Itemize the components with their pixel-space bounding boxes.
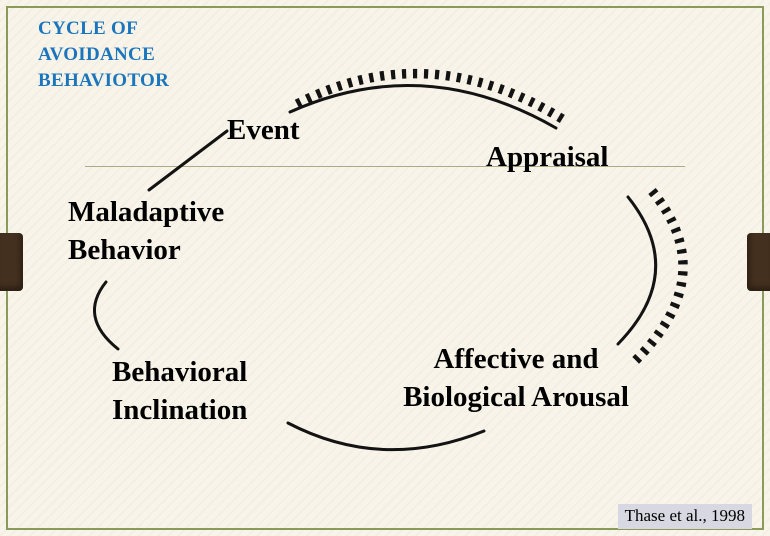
node-behavioral-line-2: Inclination: [112, 394, 248, 426]
arc-inclination-to-maladaptive: [92, 280, 120, 351]
node-maladaptive-line-2: Behavior: [68, 234, 181, 266]
right-clip-tab: [747, 233, 770, 291]
slide-title-line-1: CYCLE OF: [38, 18, 139, 39]
slide-title: CYCLE OF AVOIDANCE BEHAVIOTOR: [38, 16, 169, 94]
node-affective-biological-arousal: Affective and Biological Arousal: [368, 340, 664, 416]
divider-line: [85, 166, 685, 167]
arc-arousal-to-inclination: [286, 421, 486, 452]
citation: Thase et al., 1998: [617, 504, 752, 529]
node-affective-line-2: Biological Arousal: [403, 381, 629, 413]
slide-title-line-2: AVOIDANCE: [38, 44, 156, 65]
line-maladaptive-to-event: [147, 129, 229, 192]
arc-appraisal-to-arousal-solid: [616, 195, 658, 346]
node-affective-line-1: Affective and: [433, 343, 599, 375]
node-maladaptive-behavior: Maladaptive Behavior: [68, 193, 224, 269]
arc-event-to-appraisal-dashed: [294, 68, 567, 125]
left-clip-tab: [0, 233, 23, 291]
arc-appraisal-to-arousal-dashed: [630, 187, 688, 366]
node-event: Event: [227, 114, 300, 146]
slide-title-line-3: BEHAVIOTOR: [38, 70, 170, 91]
node-behavioral-inclination: Behavioral Inclination: [112, 353, 247, 429]
arc-event-to-appraisal-solid: [288, 84, 558, 130]
node-behavioral-line-1: Behavioral: [112, 356, 248, 388]
node-maladaptive-line-1: Maladaptive: [68, 196, 225, 228]
node-appraisal: Appraisal: [486, 141, 609, 173]
